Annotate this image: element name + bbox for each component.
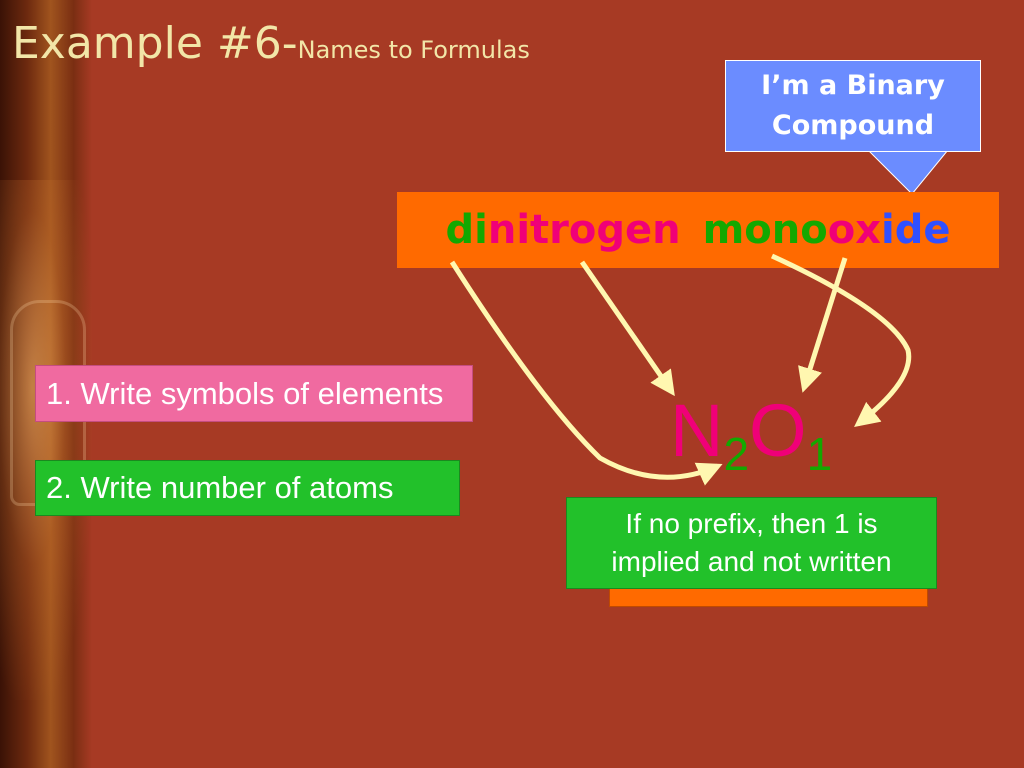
slide-title-sub: Names to Formulas: [297, 36, 530, 64]
implied-one-note: If no prefix, then 1 is implied and not …: [566, 497, 937, 589]
chemical-formula: N2O1: [670, 388, 832, 480]
slide-title: Example #6-Names to Formulas: [12, 18, 530, 69]
slide-title-main: Example #6-: [12, 18, 298, 69]
arrow-nitrogen-to-N: [579, 260, 675, 397]
callout-line-2: Compound: [771, 110, 935, 141]
prefix-mono: mono: [702, 207, 828, 253]
binary-compound-callout: I’m a Binary Compound: [725, 60, 981, 152]
formula-symbol-nitrogen: N: [670, 389, 724, 472]
formula-count-nitrogen: 2: [723, 428, 750, 480]
note-line-1: If no prefix, then 1 is: [625, 508, 878, 539]
root-ox: ox: [827, 207, 882, 253]
callout-line-1: I’m a Binary: [761, 70, 945, 101]
arrow-ox-to-O: [798, 257, 848, 393]
arrow-mono-to-subscript-1: [770, 253, 912, 428]
formula-symbol-oxygen: O: [749, 389, 807, 472]
step-2-label: 2. Write number of atoms: [46, 470, 394, 505]
formula-count-oxygen: 1: [806, 428, 833, 480]
note-line-2: implied and not written: [611, 546, 892, 577]
arrow-di-to-subscript-2: [449, 260, 723, 486]
step-1-box: 1. Write symbols of elements: [35, 365, 473, 422]
step-1-label: 1. Write symbols of elements: [46, 375, 444, 411]
root-nitrogen: nitrogen: [487, 207, 681, 253]
prefix-di: di: [445, 207, 488, 253]
suffix-ide: ide: [881, 207, 951, 253]
step-2-box: 2. Write number of atoms: [35, 460, 460, 516]
decorative-glow: [0, 180, 92, 700]
